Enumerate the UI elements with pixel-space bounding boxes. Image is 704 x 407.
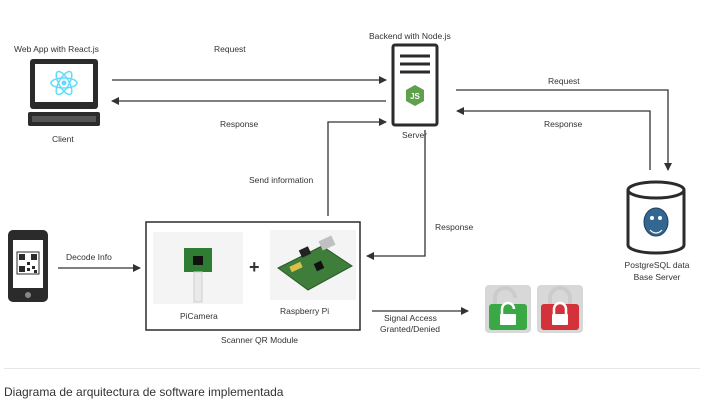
signal-access-label-line1: Signal Access bbox=[384, 313, 437, 323]
svg-text:JS: JS bbox=[410, 92, 420, 101]
request-db-label: Request bbox=[548, 76, 580, 86]
response-scanner-arrow bbox=[366, 130, 426, 260]
request-db-arrow bbox=[456, 89, 672, 171]
figure-caption: Diagrama de arquitectura de software imp… bbox=[4, 385, 284, 399]
react-logo-icon bbox=[50, 70, 78, 96]
webapp-title: Web App with React.js bbox=[14, 44, 99, 54]
signal-access-label-line2: Granted/Denied bbox=[380, 324, 441, 334]
lock-red-icon bbox=[537, 285, 583, 333]
qr-code-icon bbox=[16, 251, 40, 275]
send-information-label: Send information bbox=[249, 175, 314, 185]
unlock-green-icon bbox=[485, 285, 531, 333]
plus-sign: + bbox=[249, 257, 260, 277]
picamera-label: PiCamera bbox=[180, 311, 218, 321]
scanner-module-label: Scanner QR Module bbox=[221, 335, 299, 345]
request-client-label: Request bbox=[214, 44, 246, 54]
architecture-diagram: JS bbox=[8, 43, 686, 333]
decode-info-label: Decode Info bbox=[66, 252, 112, 262]
monitor-icon bbox=[28, 59, 100, 126]
send-information-arrow bbox=[327, 118, 387, 216]
backend-title: Backend with Node.js bbox=[369, 31, 451, 41]
server-label: Server bbox=[402, 130, 428, 140]
response-db-label: Response bbox=[544, 119, 583, 129]
response-scanner-label: Response bbox=[435, 222, 474, 232]
client-label: Client bbox=[52, 134, 74, 144]
db-label-line1: PostgreSQL data bbox=[624, 260, 690, 270]
db-label-line2: Base Server bbox=[633, 272, 681, 282]
response-db-arrow bbox=[456, 107, 651, 170]
raspberry-pi-icon bbox=[270, 230, 356, 300]
response-client-label: Response bbox=[220, 119, 259, 129]
nodejs-logo-icon: JS bbox=[406, 85, 424, 106]
caption-divider bbox=[4, 368, 700, 369]
postgresql-logo-icon bbox=[643, 207, 669, 237]
picamera-icon bbox=[153, 232, 243, 304]
raspberry-pi-label: Raspberry Pi bbox=[280, 306, 330, 316]
